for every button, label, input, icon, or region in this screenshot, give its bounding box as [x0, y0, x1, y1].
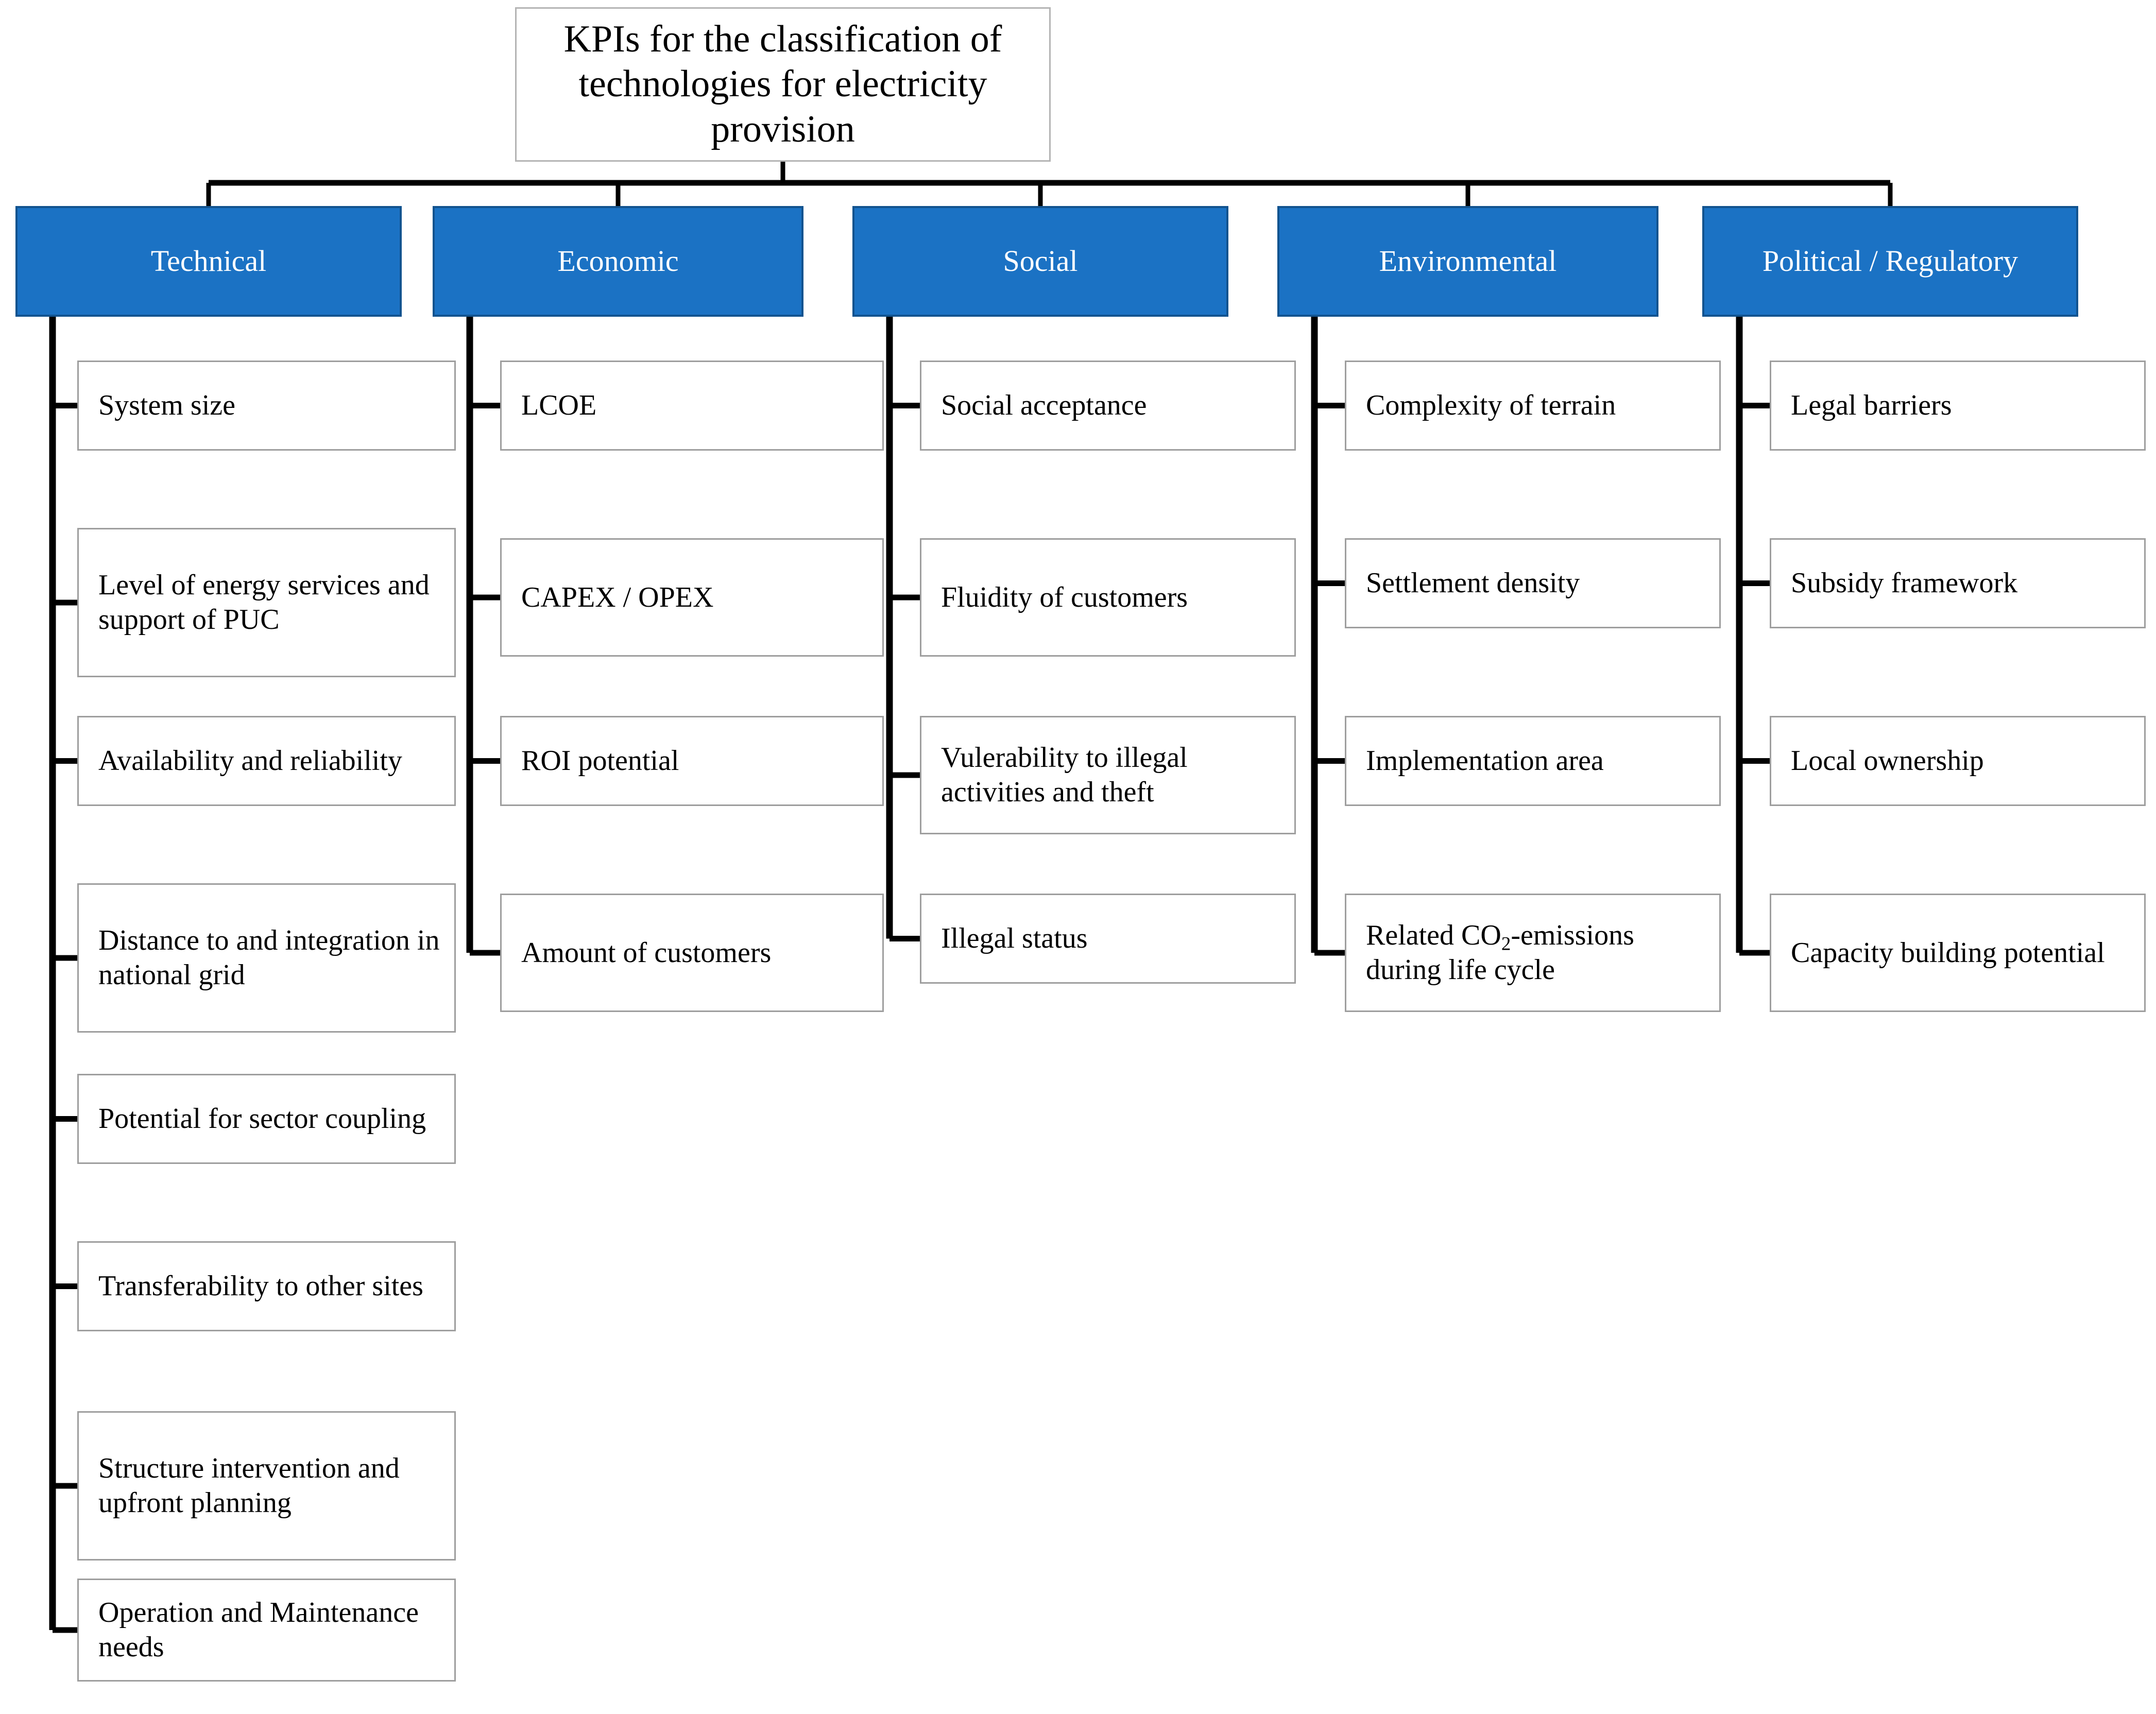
- category-label: Political / Regulatory: [1762, 244, 2018, 278]
- kpi-box-technical-8[interactable]: Operation and Maintenance needs: [77, 1579, 456, 1682]
- kpi-label: Capacity building potential: [1791, 936, 2105, 969]
- kpi-label: Operation and Maintenance needs: [98, 1597, 419, 1663]
- kpi-label: Vulerability to illegal activities and t…: [941, 742, 1188, 808]
- kpi-label: LCOE: [521, 389, 597, 422]
- kpi-label: Legal barriers: [1791, 389, 1952, 422]
- root-title-text: KPIs for the classification of technolog…: [563, 18, 1002, 150]
- kpi-box-technical-5[interactable]: Potential for sector coupling: [77, 1074, 456, 1164]
- kpi-box-social-2[interactable]: Fluidity of customers: [920, 538, 1296, 657]
- kpi-label: Social acceptance: [941, 389, 1147, 422]
- kpi-box-technical-4[interactable]: Distance to and integration in national …: [77, 883, 456, 1033]
- kpi-label: Subsidy framework: [1791, 567, 2018, 599]
- kpi-label: Level of energy services and support of …: [98, 569, 430, 636]
- kpi-box-environmental-2[interactable]: Settlement density: [1345, 538, 1721, 628]
- kpi-box-political-regulatory-2[interactable]: Subsidy framework: [1770, 538, 2146, 628]
- category-header-social[interactable]: Social: [852, 206, 1228, 317]
- kpi-label: Settlement density: [1366, 567, 1580, 599]
- category-label: Social: [1003, 244, 1078, 278]
- kpi-label: ROI potential: [521, 745, 679, 777]
- kpi-label: CAPEX / OPEX: [521, 581, 714, 613]
- category-header-political-regulatory[interactable]: Political / Regulatory: [1702, 206, 2078, 317]
- root-title-box: KPIs for the classification of technolog…: [515, 7, 1051, 162]
- kpi-box-technical-7[interactable]: Structure intervention and upfront plann…: [77, 1411, 456, 1561]
- kpi-label: Complexity of terrain: [1366, 389, 1616, 422]
- category-header-economic[interactable]: Economic: [433, 206, 803, 317]
- kpi-label: Related CO2-emissions during life cycle: [1366, 919, 1634, 986]
- kpi-label: Fluidity of customers: [941, 581, 1188, 613]
- kpi-box-economic-2[interactable]: CAPEX / OPEX: [500, 538, 884, 657]
- kpi-label: Availability and reliability: [98, 745, 402, 777]
- kpi-label: Local ownership: [1791, 745, 1984, 777]
- kpi-label: Distance to and integration in national …: [98, 924, 440, 991]
- kpi-box-political-regulatory-3[interactable]: Local ownership: [1770, 716, 2146, 806]
- kpi-label: Transferability to other sites: [98, 1270, 423, 1302]
- kpi-box-political-regulatory-1[interactable]: Legal barriers: [1770, 361, 2146, 451]
- kpi-box-technical-2[interactable]: Level of energy services and support of …: [77, 528, 456, 677]
- kpi-box-economic-3[interactable]: ROI potential: [500, 716, 884, 806]
- kpi-box-political-regulatory-4[interactable]: Capacity building potential: [1770, 894, 2146, 1012]
- kpi-box-economic-4[interactable]: Amount of customers: [500, 894, 884, 1012]
- kpi-box-social-3[interactable]: Vulerability to illegal activities and t…: [920, 716, 1296, 834]
- category-header-technical[interactable]: Technical: [15, 206, 402, 317]
- kpi-box-social-4[interactable]: Illegal status: [920, 894, 1296, 984]
- kpi-label: Implementation area: [1366, 745, 1604, 777]
- category-label: Environmental: [1379, 244, 1557, 278]
- kpi-label: System size: [98, 389, 235, 422]
- kpi-box-technical-6[interactable]: Transferability to other sites: [77, 1241, 456, 1331]
- category-label: Economic: [557, 244, 679, 278]
- kpi-box-social-1[interactable]: Social acceptance: [920, 361, 1296, 451]
- kpi-box-environmental-4[interactable]: Related CO2-emissions during life cycle: [1345, 894, 1721, 1012]
- kpi-label: Potential for sector coupling: [98, 1103, 426, 1135]
- kpi-box-technical-3[interactable]: Availability and reliability: [77, 716, 456, 806]
- kpi-box-economic-1[interactable]: LCOE: [500, 361, 884, 451]
- kpi-label: Illegal status: [941, 922, 1088, 955]
- kpi-box-environmental-3[interactable]: Implementation area: [1345, 716, 1721, 806]
- category-header-environmental[interactable]: Environmental: [1277, 206, 1658, 317]
- kpi-label: Amount of customers: [521, 936, 772, 969]
- category-label: Technical: [150, 244, 267, 278]
- kpi-box-environmental-1[interactable]: Complexity of terrain: [1345, 361, 1721, 451]
- kpi-label: Structure intervention and upfront plann…: [98, 1452, 400, 1519]
- kpi-box-technical-1[interactable]: System size: [77, 361, 456, 451]
